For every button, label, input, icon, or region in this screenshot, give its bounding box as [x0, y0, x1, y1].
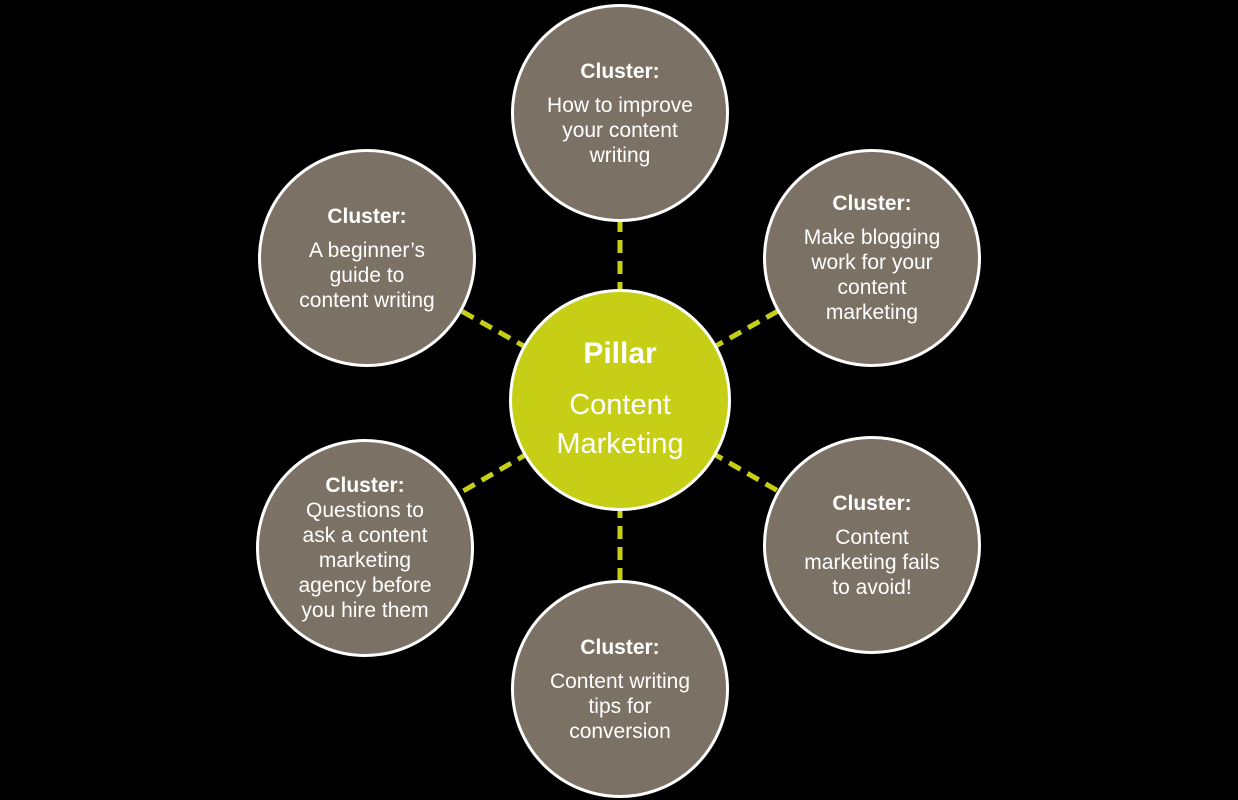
cluster-circle-top: Cluster: How to improve your content wri… [511, 4, 729, 222]
pillar-subtitle: Content Marketing [556, 389, 684, 460]
cluster-label: Cluster: [832, 491, 912, 515]
cluster-circle-bottom: Cluster: Content writing tips for conver… [511, 580, 729, 798]
cluster-text: Content writing tips for conversion [549, 669, 691, 743]
cluster-text: Make blogging work for your content mark… [803, 226, 941, 324]
pillar-title: Pillar [583, 337, 657, 370]
cluster-text: Content marketing fails to avoid! [804, 525, 940, 599]
cluster-label: Cluster: [832, 192, 912, 215]
pillar-circle: Pillar Content Marketing [509, 289, 731, 511]
cluster-circle-bottom-right: Cluster: Content marketing fails to avoi… [763, 436, 981, 654]
cluster-text: How to improve your content writing [547, 93, 693, 167]
cluster-circle-top-right: Cluster: Make blogging work for your con… [763, 149, 981, 367]
cluster-label: Cluster: [327, 204, 407, 228]
cluster-circle-top-left: Cluster: A beginner’s guide to content w… [258, 149, 476, 367]
cluster-label: Cluster: [580, 59, 660, 83]
cluster-label: Cluster: [580, 635, 660, 659]
cluster-text: A beginner’s guide to content writing [299, 238, 435, 312]
cluster-label: Cluster: [325, 474, 405, 497]
cluster-text: Questions to ask a content marketing age… [298, 499, 432, 622]
cluster-circle-bottom-left: Cluster: Questions to ask a content mark… [256, 439, 474, 657]
